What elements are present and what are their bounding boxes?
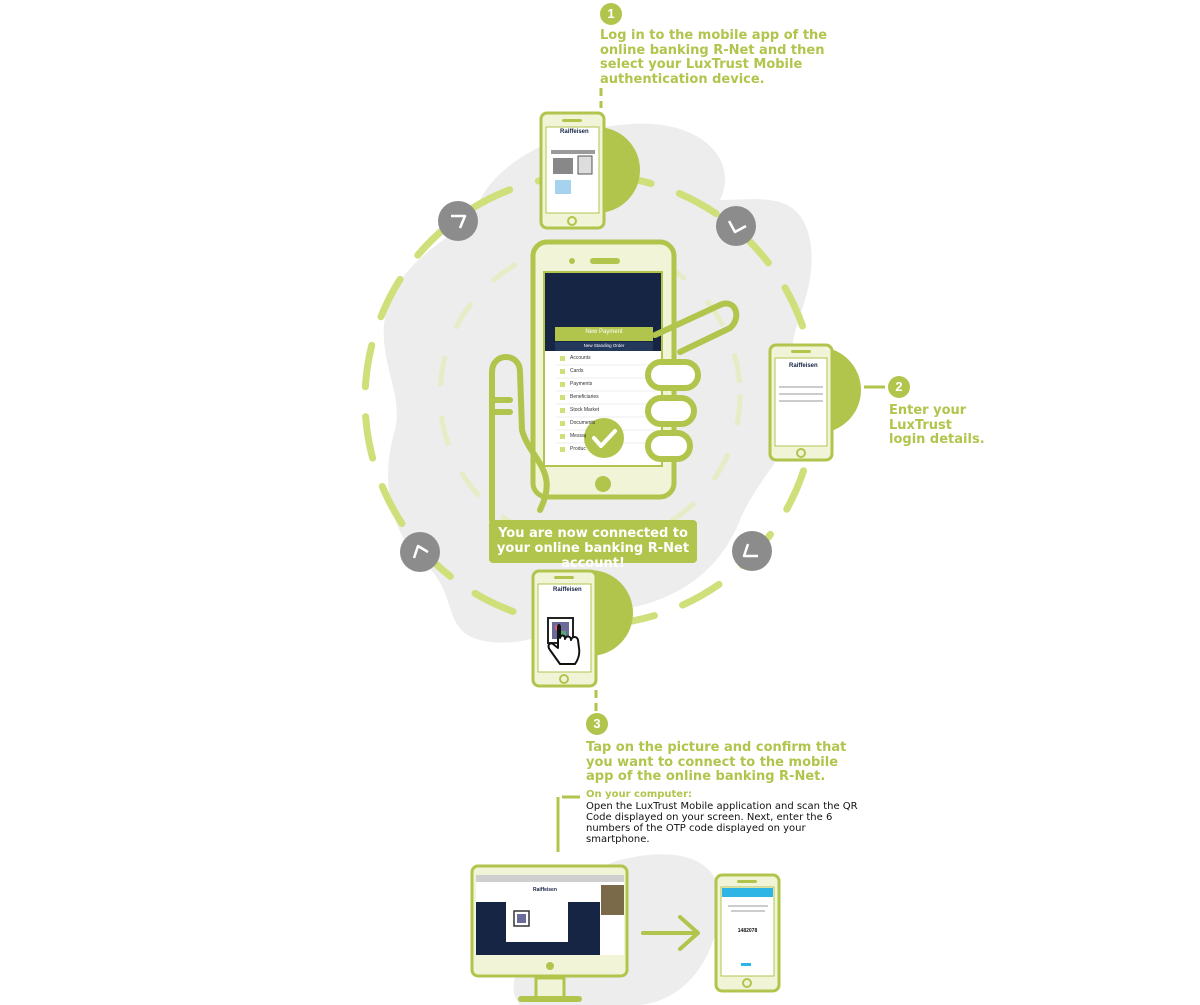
menu-item-beneficiaries[interactable]: Beneficiaries (570, 394, 599, 400)
step-3-badge: 3 (586, 713, 608, 735)
checkmark-icon (584, 418, 624, 458)
holding-hand (489, 300, 740, 523)
menu-item-accounts[interactable]: Accounts (570, 355, 591, 361)
inner-dashed-ring (437, 242, 743, 548)
phone-otp (714, 873, 781, 993)
new-standing-order-button[interactable]: New Standing Order (583, 343, 625, 348)
desktop-monitor (470, 864, 629, 1002)
computer-text: Open the LuxTrust Mobile application and… (586, 801, 858, 845)
main-phone (530, 239, 677, 500)
menu-item-cards[interactable]: Cards (570, 368, 584, 374)
step-1-text: Log in to the mobile app of the online b… (600, 28, 828, 87)
cycle-arrow-icon (438, 201, 478, 241)
step-3-text: Tap on the picture and confirm that you … (586, 740, 847, 784)
menu-item-messages[interactable]: Messages (570, 433, 586, 439)
otp-code: 1482078 (737, 928, 758, 934)
step-2-text: Enter your LuxTrust login details. (889, 403, 985, 447)
connected-banner: You are now connected to your online ban… (489, 520, 697, 571)
brand-logo-phone3: Raiffeisen (553, 587, 582, 593)
arrow-right-icon (641, 915, 700, 951)
cycle-arrow-icon (400, 532, 440, 572)
new-payment-button[interactable]: New Payment (585, 329, 623, 335)
phone-step3 (531, 569, 598, 688)
brand-logo-desktop: Raiffeisen (533, 887, 557, 893)
menu-item-documents[interactable]: Documents (570, 420, 596, 426)
phone-step2 (768, 343, 834, 462)
menu-item-products[interactable]: Products (570, 446, 586, 452)
computer-title: On your computer: (586, 789, 693, 800)
menu-item-stock-market[interactable]: Stock Market (570, 407, 600, 413)
step-1-badge: 1 (600, 3, 622, 25)
cycle-arrow-icon (732, 531, 772, 571)
phone-step1 (539, 111, 606, 230)
hand-pointer-icon (547, 624, 581, 665)
menu-item-payments[interactable]: Payments (570, 381, 593, 387)
brand-logo-phone2: Raiffeisen (789, 363, 818, 369)
cycle-arrow-icon (716, 206, 756, 246)
brand-logo-phone1: Raiffeisen (560, 129, 589, 135)
step-2-badge: 2 (888, 376, 910, 398)
